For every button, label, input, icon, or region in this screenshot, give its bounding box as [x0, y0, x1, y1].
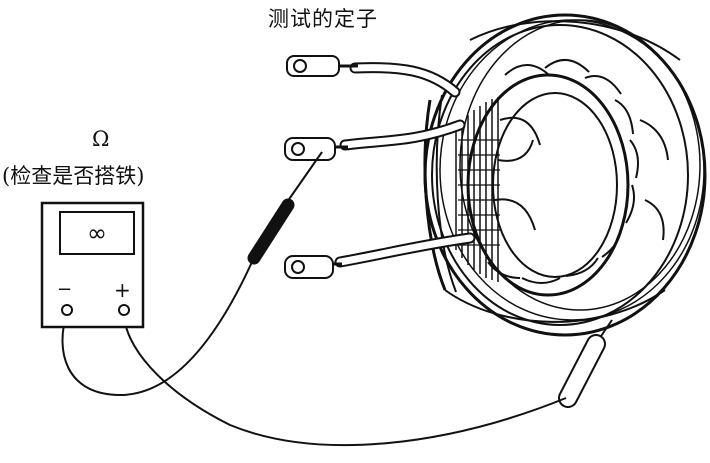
stator-lead-bottom — [284, 232, 476, 279]
terminal-hole-top — [293, 59, 307, 73]
stator-frame-left — [423, 99, 447, 291]
test-lead-negative — [61, 261, 253, 397]
stator — [423, 13, 707, 337]
stator-core-ticks — [458, 139, 500, 246]
ohmmeter-reading: ∞ — [87, 219, 107, 247]
stator-frame-bottom — [444, 289, 666, 323]
ohmmeter-display — [59, 211, 135, 255]
stator-frame-left-2 — [435, 94, 457, 293]
stator-lead-middle — [284, 119, 466, 161]
probe-black — [247, 151, 323, 265]
positive-terminal-label: + — [114, 278, 131, 302]
negative-terminal-label: − — [57, 279, 73, 300]
terminal-hole-bottom — [291, 260, 305, 274]
probe-red — [558, 319, 613, 408]
test-lead-positive — [123, 312, 567, 447]
stator-windings — [487, 59, 669, 284]
stator-outer-ring-4 — [459, 19, 701, 311]
ohmmeter — [40, 201, 145, 329]
negative-terminal-jack — [61, 304, 73, 316]
stator-outer-ring-2 — [431, 24, 689, 326]
probe-black-handle — [247, 198, 295, 265]
stator-frame-top — [469, 20, 681, 61]
terminal-hole-middle — [291, 142, 305, 156]
ground-check-note: (检查是否搭铁) — [2, 164, 145, 188]
ohm-symbol-label: Ω — [92, 127, 110, 151]
stator-label: 测试的定子 — [268, 7, 378, 31]
stator-lead-top — [286, 55, 461, 98]
positive-terminal-jack — [118, 304, 130, 316]
